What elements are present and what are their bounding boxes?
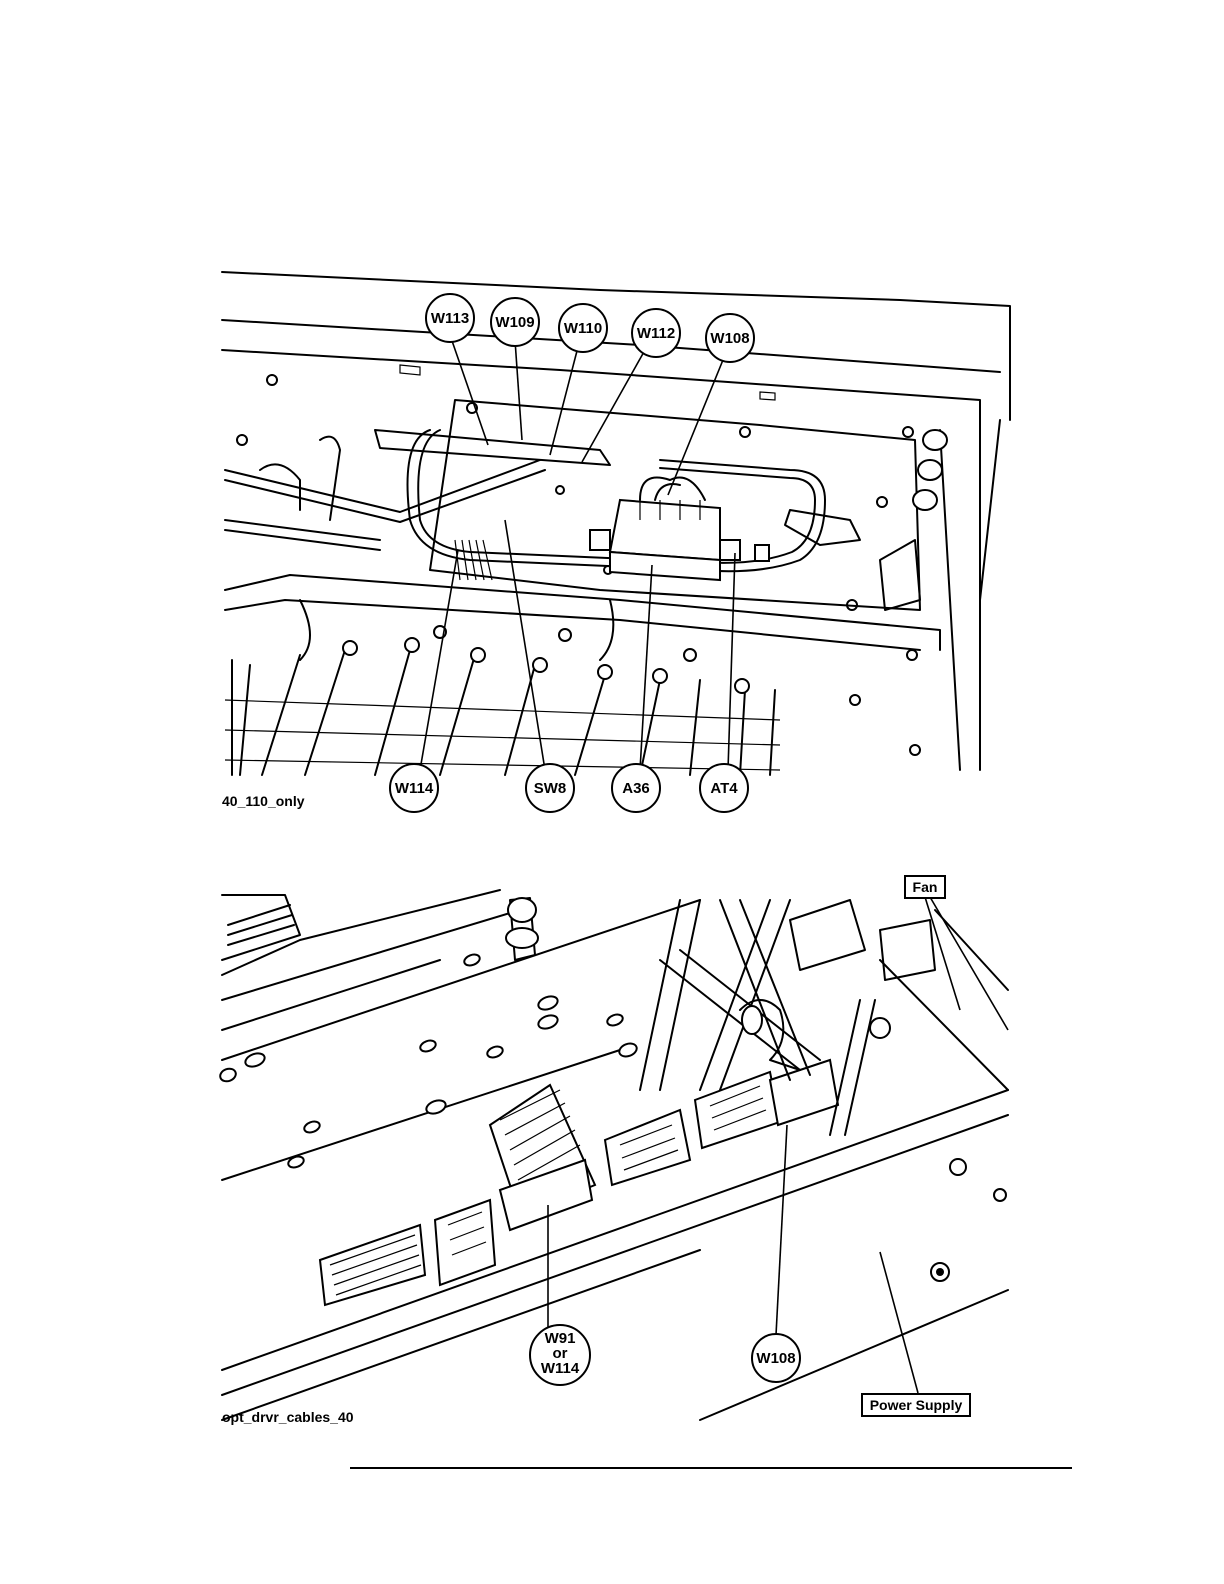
svg-text:AT4: AT4 bbox=[710, 780, 738, 797]
svg-text:W108: W108 bbox=[756, 1350, 795, 1367]
callout-w91-or-w114: W91 or W114 bbox=[530, 1325, 590, 1385]
power-supply-label: Power Supply bbox=[862, 1394, 970, 1416]
figure2-caption: opt_drvr_cables_40 bbox=[222, 1409, 354, 1425]
svg-text:SW8: SW8 bbox=[534, 780, 567, 797]
svg-text:W109: W109 bbox=[495, 314, 534, 331]
callout-at4: AT4 bbox=[700, 764, 748, 812]
svg-text:Fan: Fan bbox=[913, 879, 938, 895]
callout-a36: A36 bbox=[612, 764, 660, 812]
svg-text:W108: W108 bbox=[710, 330, 749, 347]
figure1-caption: 40_110_only bbox=[222, 793, 305, 809]
callout-w114: W114 bbox=[390, 764, 438, 812]
callout-w112: W112 bbox=[632, 309, 680, 357]
svg-text:Power Supply: Power Supply bbox=[870, 1397, 963, 1413]
figure2-illustration bbox=[218, 890, 1008, 1420]
svg-text:W113: W113 bbox=[431, 310, 469, 327]
figure1-illustration bbox=[222, 272, 1010, 775]
callout-w108-bottom: W108 bbox=[752, 1334, 800, 1382]
svg-text:W110: W110 bbox=[564, 320, 602, 337]
svg-text:W114: W114 bbox=[541, 1360, 580, 1377]
callout-w109: W109 bbox=[491, 298, 539, 346]
callout-w110: W110 bbox=[559, 304, 607, 352]
callout-w113: W113 bbox=[426, 294, 474, 342]
callout-w108-top: W108 bbox=[706, 314, 754, 362]
fan-label: Fan bbox=[905, 876, 945, 898]
svg-text:W112: W112 bbox=[637, 325, 675, 342]
svg-text:W114: W114 bbox=[395, 780, 434, 797]
svg-text:A36: A36 bbox=[622, 780, 650, 797]
callout-sw8: SW8 bbox=[526, 764, 574, 812]
